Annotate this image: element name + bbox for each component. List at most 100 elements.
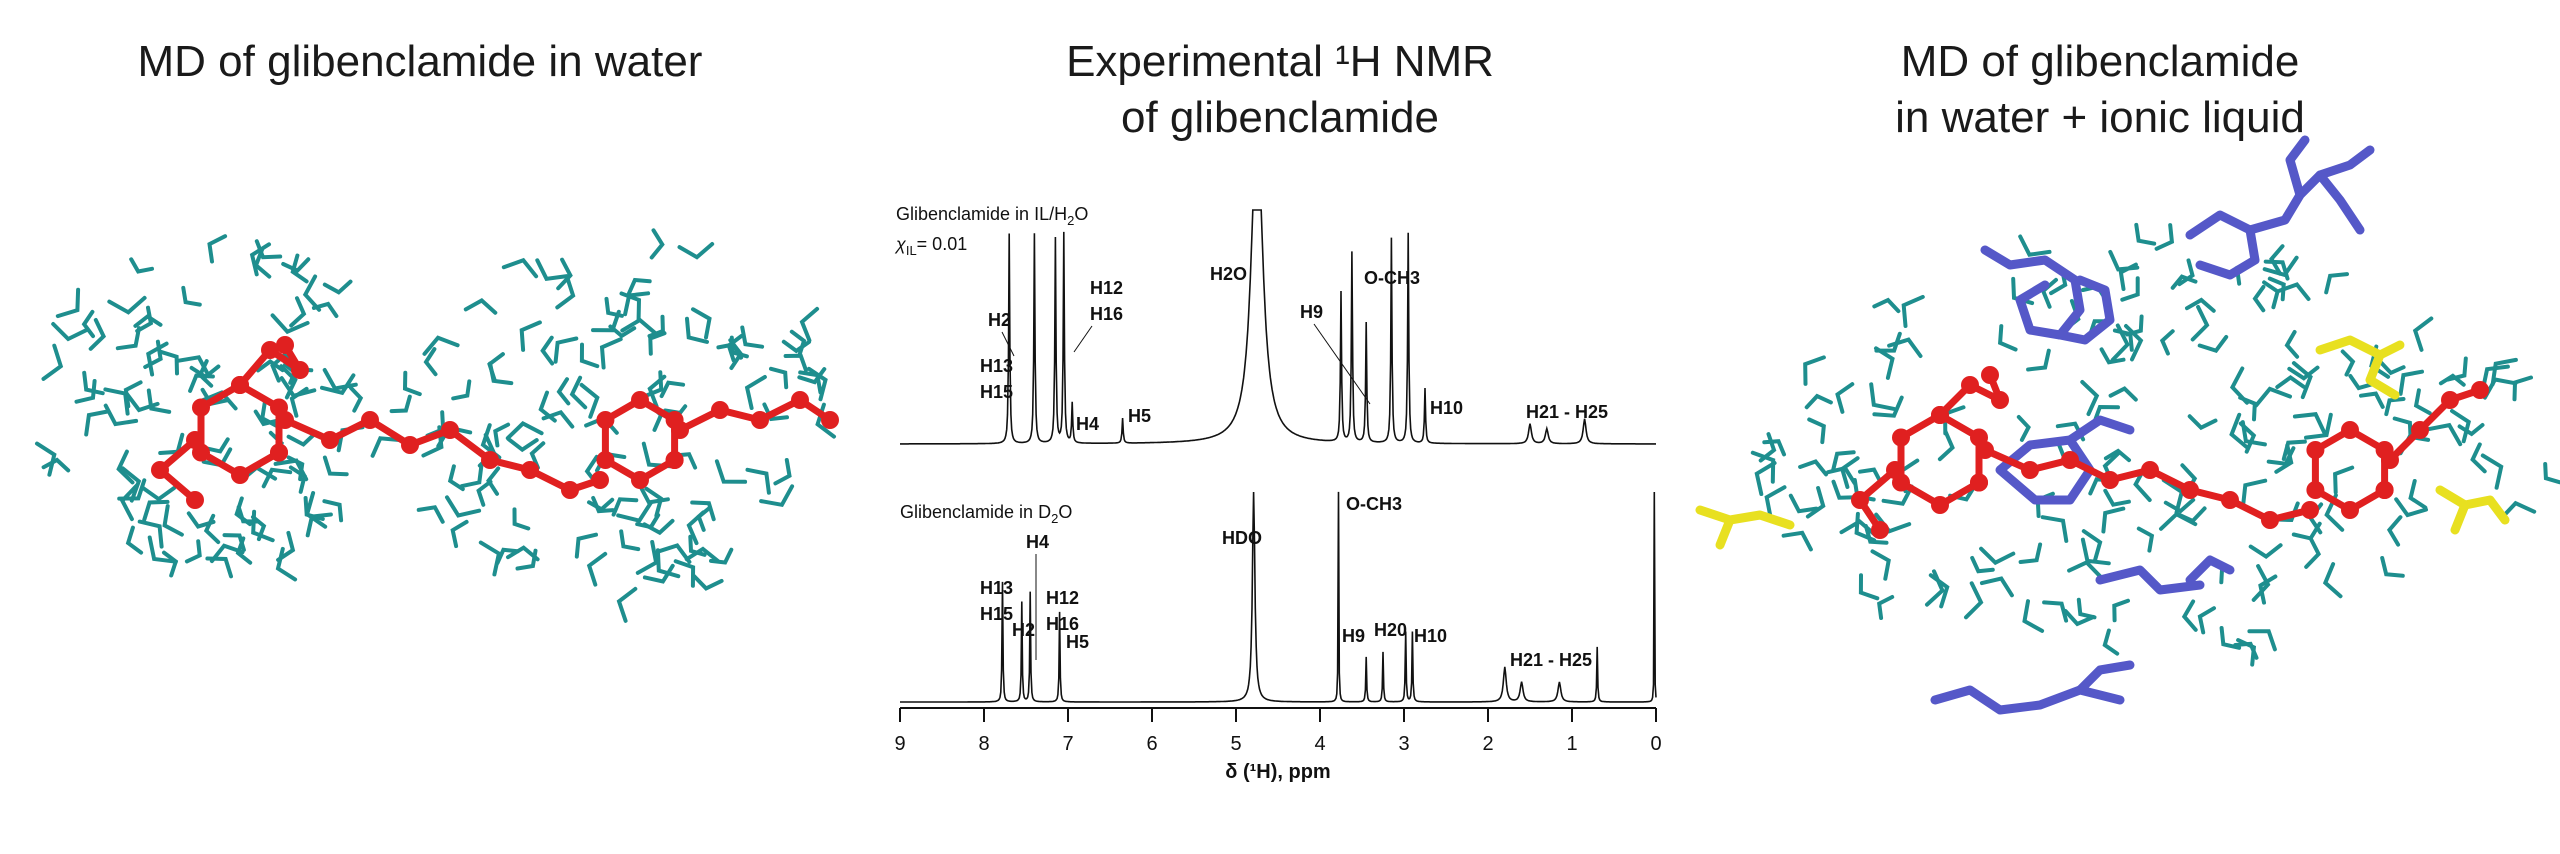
anion-molecule bbox=[1695, 505, 1795, 530]
water-molecule bbox=[256, 359, 285, 373]
x-axis-tick-label: 9 bbox=[894, 733, 905, 755]
water-molecule bbox=[1872, 297, 1901, 314]
water-molecule bbox=[2197, 606, 2216, 635]
x-axis-tick-label: 6 bbox=[1146, 733, 1157, 755]
water-molecule bbox=[769, 366, 789, 390]
molecule-atom bbox=[441, 421, 459, 439]
water-molecule bbox=[740, 325, 765, 349]
water-molecule bbox=[1964, 581, 1984, 620]
water-molecule bbox=[2274, 443, 2294, 474]
water-molecule bbox=[2154, 223, 2175, 251]
water-molecule bbox=[254, 239, 283, 260]
molecule-backbone bbox=[601, 396, 679, 484]
water-molecule bbox=[55, 287, 81, 319]
water-molecule bbox=[253, 409, 280, 427]
water-molecule bbox=[2438, 373, 2466, 387]
molecule-atom bbox=[231, 376, 249, 394]
water-molecule bbox=[1781, 530, 1813, 552]
water-molecule bbox=[2379, 360, 2406, 376]
water-molecule bbox=[2175, 506, 2207, 524]
water-molecule bbox=[349, 386, 364, 413]
top-sample-label: Glibenclamide in IL/H2O bbox=[896, 204, 1088, 228]
cation-molecule bbox=[2185, 555, 2235, 585]
water-molecule bbox=[451, 379, 472, 401]
water-molecule bbox=[2018, 234, 2052, 257]
molecule-atom bbox=[401, 436, 419, 454]
molecule-atom bbox=[2021, 461, 2039, 479]
water-molecule bbox=[276, 530, 296, 562]
water-molecule bbox=[789, 329, 807, 358]
water-molecule bbox=[463, 298, 498, 315]
water-molecule bbox=[553, 336, 579, 364]
water-molecule bbox=[1872, 395, 1904, 418]
water-molecule bbox=[2108, 386, 2138, 402]
molecule-atom bbox=[151, 461, 169, 479]
water-molecule bbox=[135, 305, 154, 333]
molecule-atom bbox=[671, 421, 689, 439]
bottom-peak-och3: O-CH3 bbox=[1346, 494, 1402, 514]
water-molecule bbox=[649, 228, 665, 260]
water-molecule bbox=[35, 441, 57, 477]
anion-molecule bbox=[2435, 485, 2510, 525]
top-peak-h9: H9 bbox=[1300, 302, 1323, 322]
molecule-atom bbox=[2341, 501, 2359, 519]
water-molecule bbox=[290, 253, 309, 284]
water-molecule bbox=[2291, 521, 2322, 541]
water-molecule bbox=[2136, 526, 2155, 553]
water-molecule bbox=[2103, 488, 2131, 507]
water-molecule bbox=[2408, 479, 2428, 510]
water-molecule bbox=[270, 313, 310, 335]
bottom-peak-h21-h25: H21 - H25 bbox=[1510, 650, 1592, 670]
molecule-atom bbox=[591, 471, 609, 489]
molecule-atom bbox=[2306, 441, 2325, 459]
water-molecule bbox=[1869, 382, 1896, 411]
water-molecule bbox=[311, 301, 339, 318]
middle-panel-title: Experimental ¹H NMR of glibenclamide bbox=[920, 34, 1640, 146]
molecule-atom bbox=[186, 431, 204, 449]
water-molecule bbox=[286, 431, 318, 447]
water-molecule bbox=[616, 586, 638, 623]
right-glibenclamide-molecule bbox=[1851, 366, 2489, 539]
molecule-atom bbox=[2221, 491, 2239, 509]
water-molecule bbox=[2267, 276, 2286, 302]
molecule-atom bbox=[481, 451, 499, 469]
water-molecule bbox=[146, 388, 172, 414]
molecule-atom bbox=[2441, 391, 2459, 409]
water-molecule bbox=[2359, 391, 2385, 409]
water-molecule bbox=[2450, 409, 2471, 444]
water-molecule bbox=[450, 519, 469, 549]
cation-molecule bbox=[2055, 275, 2115, 345]
water-molecule bbox=[1798, 459, 1828, 477]
water-molecule bbox=[1762, 439, 1786, 457]
water-molecule bbox=[115, 326, 141, 351]
left-title-text: MD of glibenclamide in water bbox=[137, 37, 703, 86]
water-molecule bbox=[643, 370, 664, 398]
water-molecule bbox=[2190, 305, 2210, 342]
water-molecule bbox=[2394, 497, 2428, 518]
x-axis-tick-label: 4 bbox=[1314, 733, 1325, 755]
water-molecule bbox=[288, 465, 307, 494]
molecule-atom bbox=[1976, 441, 1994, 459]
water-molecule bbox=[501, 257, 539, 279]
water-molecule bbox=[599, 337, 623, 370]
water-molecule bbox=[637, 483, 670, 505]
cation-molecule bbox=[1930, 685, 2125, 715]
water-molecule bbox=[103, 403, 139, 427]
water-molecule bbox=[569, 375, 588, 410]
water-molecule bbox=[162, 550, 179, 578]
water-molecule bbox=[2292, 412, 2327, 435]
water-molecule bbox=[728, 338, 744, 370]
water-molecule bbox=[487, 352, 505, 383]
water-molecule bbox=[1803, 355, 1826, 386]
water-molecule bbox=[1750, 450, 1776, 484]
x-axis-tick-label: 8 bbox=[978, 733, 989, 755]
water-molecule bbox=[117, 478, 147, 501]
water-molecule bbox=[2490, 357, 2518, 387]
water-molecule bbox=[759, 484, 795, 508]
water-molecule bbox=[2177, 258, 2195, 287]
top-peak-h2: H2 bbox=[988, 310, 1011, 330]
water-molecule bbox=[2457, 423, 2485, 437]
molecule-atom bbox=[596, 411, 615, 429]
molecule-atom bbox=[291, 361, 309, 379]
water-molecule bbox=[74, 379, 97, 404]
